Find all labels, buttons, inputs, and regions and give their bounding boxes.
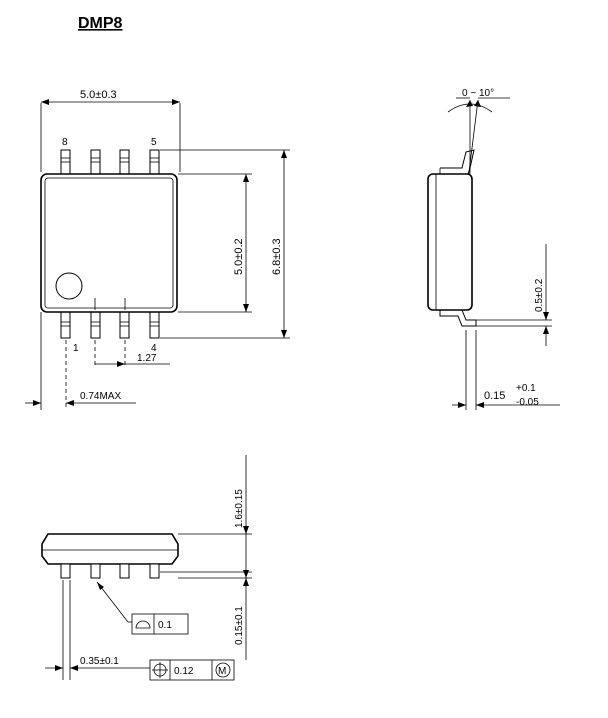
front-lead-3 [119,563,130,579]
flatness-symbol-icon [135,620,151,629]
top-view-body [40,173,178,313]
angle-dimension: 0 ~ 10° [462,88,494,99]
front-lead-4 [149,563,160,579]
pitch-dimension: 1.27 [137,353,157,364]
top-pin-row [60,149,160,175]
pin-4-label: 4 [151,343,157,354]
top-total-dimension: 6.8±0.3 [271,238,283,275]
side-view: 0 ~ 10° 0.5±0.2 0.15 +0.1 -0.05 [427,88,560,410]
bottom-pin-row [60,311,160,339]
front-lead-1 [60,563,71,579]
pin-4-lead [149,311,160,339]
pin-5-label: 5 [151,137,157,148]
flatness-frame [131,613,189,635]
lead-thickness-minus: -0.05 [516,397,539,408]
max-dimension: 0.74MAX [80,391,121,402]
position-symbol-icon [152,662,168,678]
pin-2-lead [90,311,101,339]
lead-thickness-nominal: 0.15 [484,390,505,402]
flatness-value: 0.1 [158,620,172,631]
pin-1-label: 1 [73,343,79,354]
side-bottom-lead [439,309,477,327]
side-view-body [427,173,473,311]
side-top-lead [440,149,475,175]
position-frame [149,659,235,681]
pin-8-label: 8 [62,137,68,148]
top-view: 5.0±0.3 8 5 1 4 5.0±0.2 6.8±0.3 1.27 [25,89,290,410]
top-width-dimension: 5.0±0.3 [80,89,117,101]
lead-thickness-plus: +0.1 [516,383,536,394]
front-lead-2 [90,563,101,579]
position-value: 0.12 [174,666,194,677]
front-view: 1.6±0.15 0.15±0.1 0.1 0.35±0.1 0.12 [41,455,252,681]
front-view-body [41,533,179,565]
lead-length-dimension: 0.5±0.2 [534,278,545,312]
height-dimension: 1.6±0.15 [234,489,245,528]
lead-width-dimension: 0.35±0.1 [80,656,119,667]
mmc-modifier-icon [215,662,231,678]
standoff-dimension: 0.15±0.1 [234,606,245,645]
pin-1-lead [60,311,71,339]
pin-3-lead [119,311,130,339]
mmc-modifier-label: M [218,666,226,677]
pin-1-marker [55,272,83,300]
package-title: DMP8 [78,15,123,32]
top-view-body-inner [44,177,174,309]
top-body-dimension: 5.0±0.2 [233,238,245,275]
